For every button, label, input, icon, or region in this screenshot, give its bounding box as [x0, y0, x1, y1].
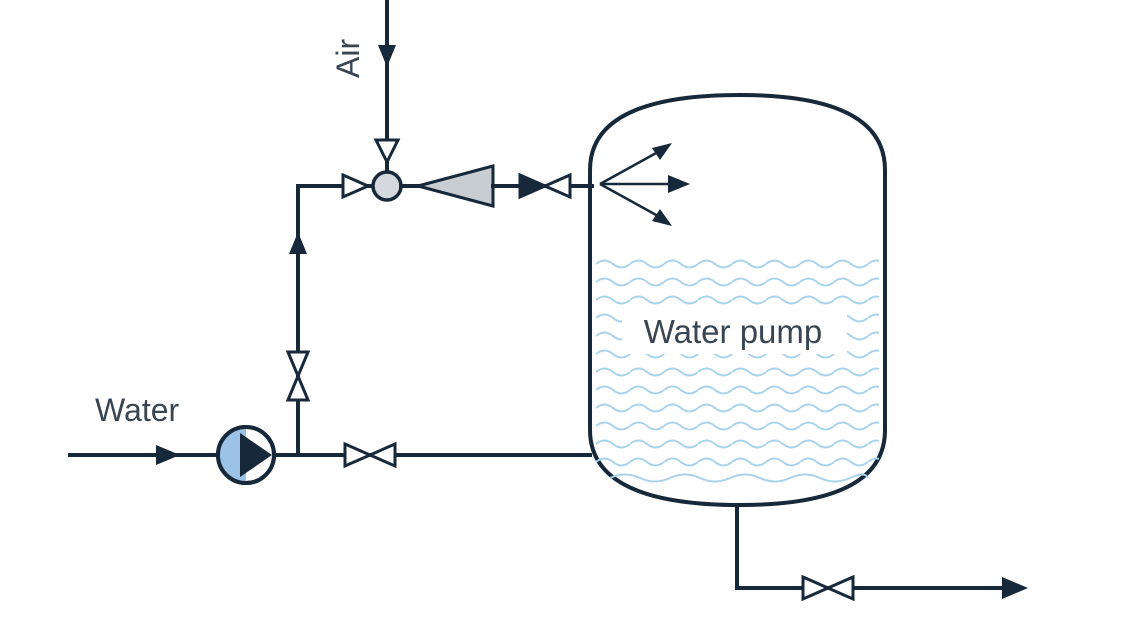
spray-arrow-up-icon [652, 143, 672, 160]
riser-valve-icon [285, 350, 311, 402]
outlet-valve-icon [801, 574, 855, 602]
air-arrow-icon [378, 45, 396, 67]
tank-label: Water pump [644, 313, 823, 350]
outlet-arrow-icon [1002, 577, 1028, 599]
air-check-icon [373, 138, 401, 166]
tank-water-waves-bottom [609, 473, 869, 483]
spray-arrow-right-icon [668, 175, 690, 193]
mixer-inlet-check-icon [341, 172, 372, 200]
top-line-valve-icon [518, 172, 572, 200]
tank-water-waves [596, 252, 879, 472]
air-line: Air [330, 0, 401, 172]
water-inlet-line: Water [68, 392, 220, 465]
riser-arrow-icon [289, 232, 307, 254]
venturi-nozzle-icon [399, 164, 495, 208]
water-inlet-arrow-icon [156, 445, 180, 465]
spray-arrow-down-icon [652, 209, 672, 226]
bottom-line-valve-icon [343, 441, 397, 469]
water-label: Water [95, 392, 180, 428]
tank: Water pump [588, 92, 887, 508]
outlet-line [735, 503, 1028, 602]
air-label: Air [330, 39, 366, 78]
spray-arrows [599, 143, 690, 226]
pump-icon [216, 425, 276, 485]
air-injector-icon [371, 170, 403, 202]
tank-label-backdrop [622, 308, 847, 354]
